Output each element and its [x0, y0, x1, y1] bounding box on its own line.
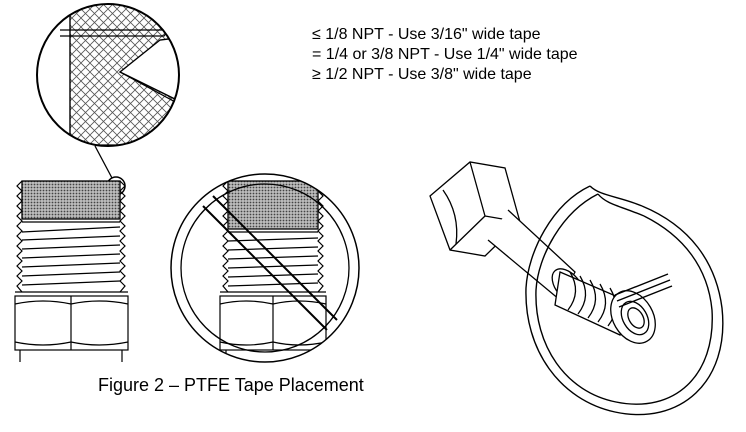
tape-rule-medium: = 1/4 or 3/8 NPT - Use 1/4" wide tape — [312, 46, 578, 63]
fitting-wrap — [429, 161, 724, 416]
fitting-correct — [14, 180, 129, 362]
fitting-incorrect — [170, 173, 360, 363]
figure-caption: Figure 2 – PTFE Tape Placement — [98, 375, 364, 395]
tape-rule-small: ≤ 1/8 NPT - Use 3/16" wide tape — [312, 26, 541, 43]
magnified-detail — [36, 3, 180, 196]
tape-rule-large: ≥ 1/2 NPT - Use 3/8" wide tape — [312, 66, 532, 83]
